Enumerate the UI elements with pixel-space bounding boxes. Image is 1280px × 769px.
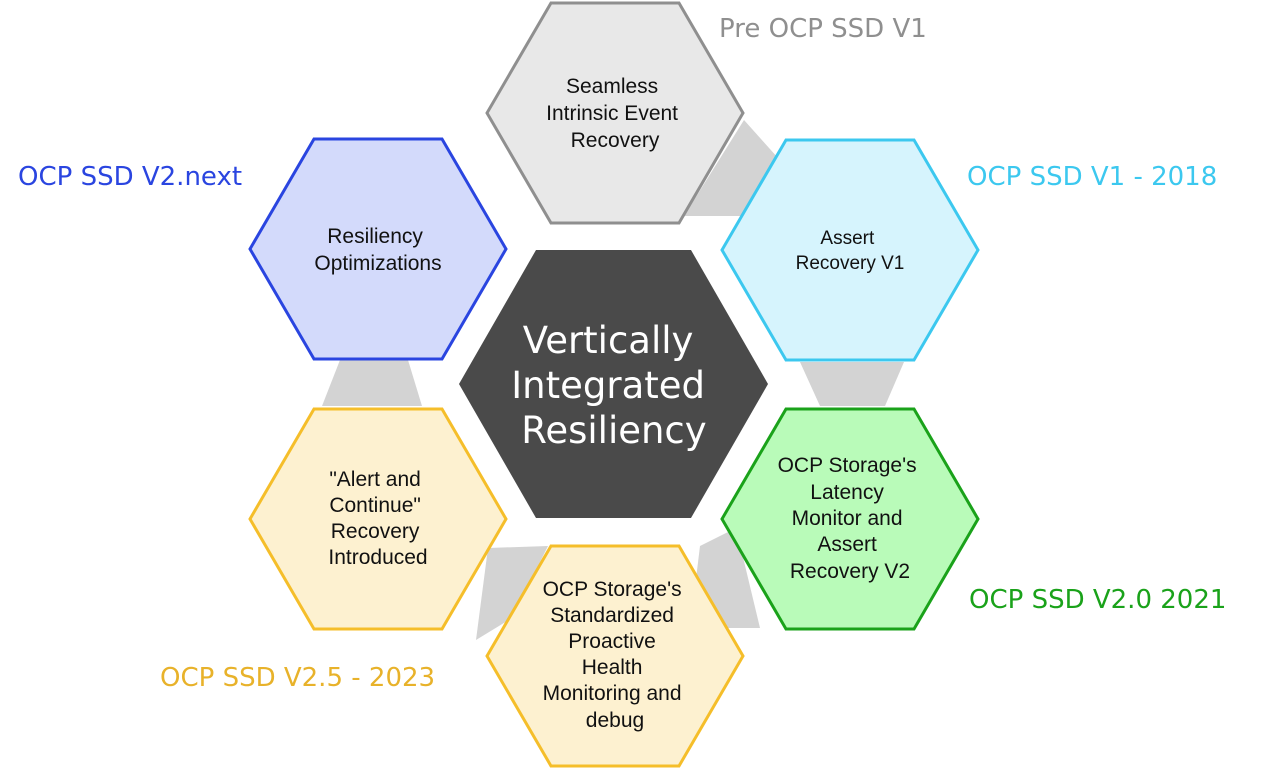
stage-text: OCP Storage's Standardized Proactive Hea… bbox=[543, 578, 688, 732]
stage-line: debug bbox=[586, 709, 644, 732]
stage-line: OCP Storage's bbox=[778, 454, 917, 477]
stage-line: Recovery bbox=[331, 520, 420, 543]
stage-line: Continue" bbox=[329, 494, 421, 517]
hexagon-shape bbox=[485, 544, 745, 768]
stage-line: Monitor and bbox=[792, 507, 903, 530]
stage-hex-v2-next: Resiliency Optimizations bbox=[248, 137, 508, 361]
center-hex: Vertically Integrated Resiliency bbox=[459, 250, 768, 518]
hexagon-shape bbox=[248, 407, 508, 631]
stage-line: Health bbox=[582, 656, 643, 679]
version-label-v2-0: OCP SSD V2.0 2021 bbox=[969, 585, 1226, 615]
stage-hex-health: OCP Storage's Standardized Proactive Hea… bbox=[485, 544, 745, 768]
stage-text: "Alert and Continue" Recovery Introduced bbox=[328, 468, 427, 569]
connector-health-to-v2-5 bbox=[476, 546, 548, 640]
center-title: Vertically Integrated Resiliency bbox=[511, 319, 717, 452]
connector-v2-5-to-v2-next bbox=[322, 360, 422, 406]
center-line: Vertically bbox=[523, 319, 694, 362]
stage-text: Assert Recovery V1 bbox=[796, 228, 905, 274]
center-hexagon-shape bbox=[459, 250, 768, 518]
stage-hex-pre-v1: Seamless Intrinsic Event Recovery bbox=[485, 1, 745, 225]
stage-line: Monitoring and bbox=[543, 682, 682, 705]
stage-line: Assert bbox=[817, 533, 877, 556]
stage-text: OCP Storage's Latency Monitor and Assert… bbox=[778, 454, 923, 583]
stage-line: Introduced bbox=[328, 546, 427, 569]
hexagon-shape bbox=[720, 407, 980, 631]
version-label-v1: OCP SSD V1 - 2018 bbox=[967, 162, 1217, 192]
stage-line: Intrinsic Event bbox=[546, 102, 678, 125]
connector-v1-to-v2-0 bbox=[800, 362, 904, 406]
hexagon-shape bbox=[485, 1, 745, 225]
stage-line: Standardized bbox=[550, 604, 674, 627]
stage-line: Proactive bbox=[568, 630, 656, 653]
stage-line: Optimizations bbox=[314, 252, 441, 275]
stage-hex-v2-0: OCP Storage's Latency Monitor and Assert… bbox=[720, 407, 980, 631]
hexagon-shape bbox=[248, 137, 508, 361]
stage-line: Recovery bbox=[571, 129, 660, 152]
stage-line: Recovery V2 bbox=[790, 560, 910, 583]
stage-hex-v1: Assert Recovery V1 bbox=[720, 138, 980, 362]
center-line: Integrated bbox=[511, 364, 705, 407]
stage-line: Assert bbox=[820, 228, 875, 249]
center-line: Resiliency bbox=[521, 409, 706, 452]
version-label-v2-next: OCP SSD V2.next bbox=[18, 162, 242, 192]
stage-line: Recovery V1 bbox=[796, 253, 905, 274]
stage-hex-v2-5: "Alert and Continue" Recovery Introduced bbox=[248, 407, 508, 631]
stage-line: Latency bbox=[810, 481, 884, 504]
stage-line: OCP Storage's bbox=[543, 578, 682, 601]
version-label-pre-v1: Pre OCP SSD V1 bbox=[719, 14, 927, 44]
stage-text: Resiliency Optimizations bbox=[314, 225, 441, 275]
stage-line: Seamless bbox=[566, 75, 658, 98]
hexagon-shape bbox=[720, 138, 980, 362]
stage-line: Resiliency bbox=[327, 225, 423, 248]
stage-line: "Alert and bbox=[329, 468, 421, 491]
version-label-v2-5: OCP SSD V2.5 - 2023 bbox=[160, 663, 435, 693]
stage-text: Seamless Intrinsic Event Recovery bbox=[546, 75, 684, 152]
